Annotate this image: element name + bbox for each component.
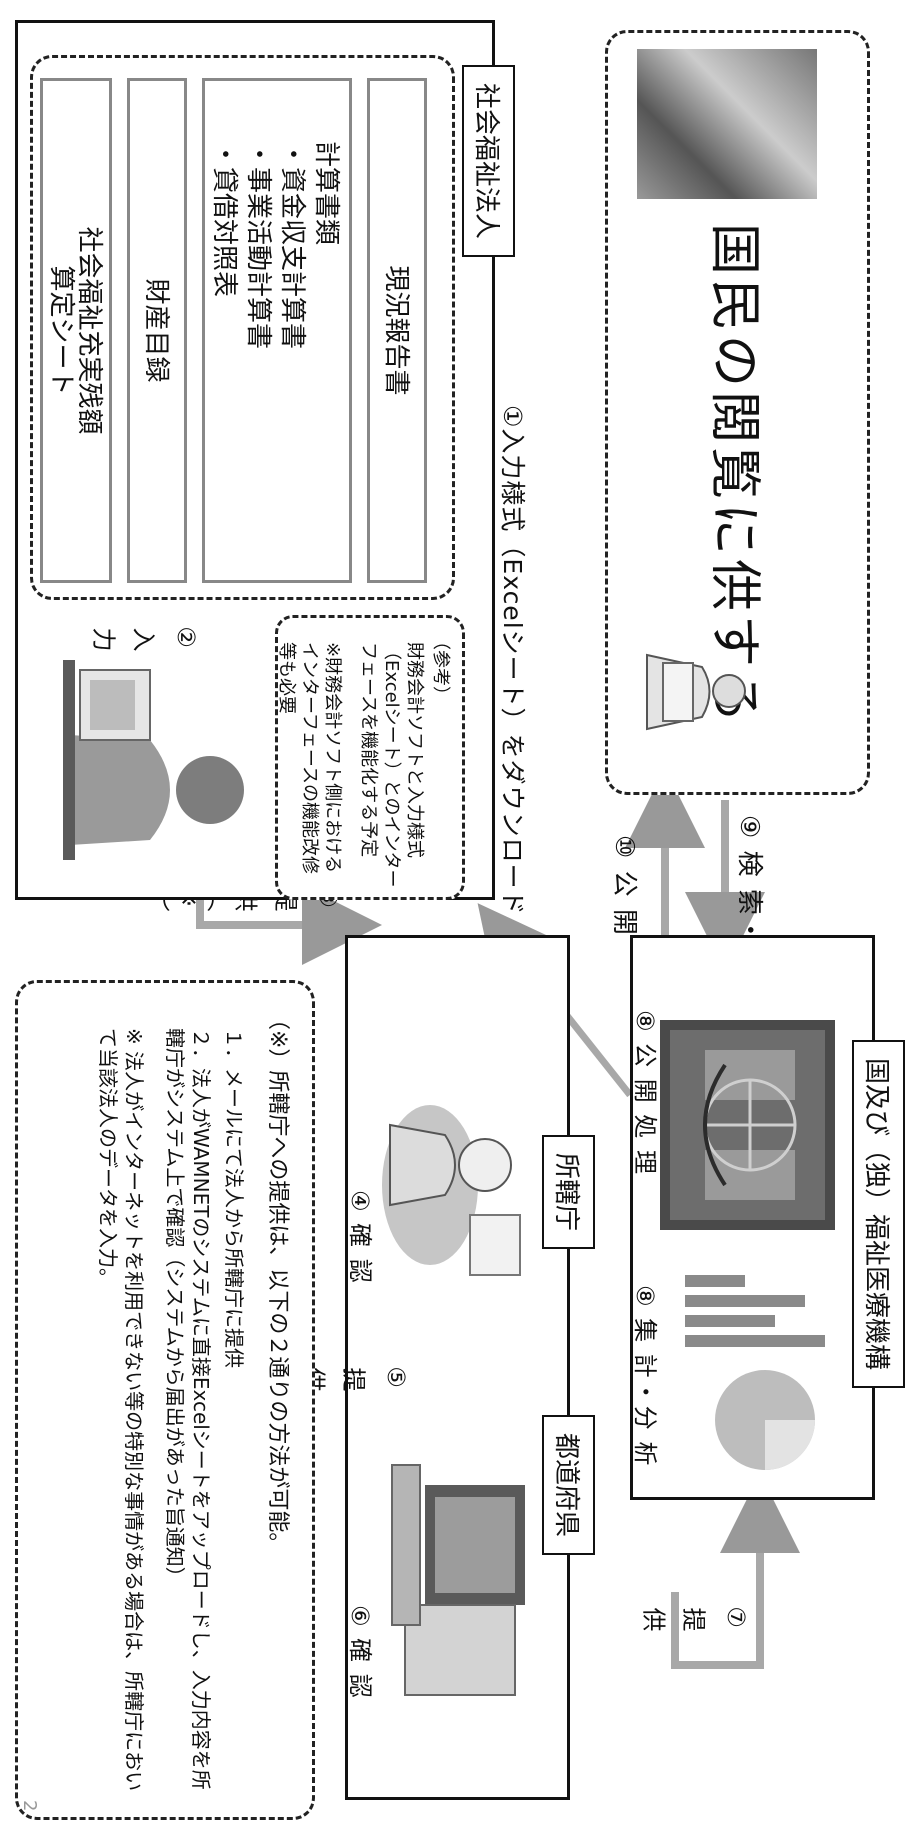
prefecture-confirm-caption: ⑥ 確 認 [346, 1605, 374, 1700]
arrow-provide-7-line [671, 1473, 800, 1669]
aggregate-analysis-caption: ⑧ 集 計・分 析 [631, 1285, 659, 1468]
financial-statements-text: 計算書類 ・資金収支計算書 ・事業活動計算書 ・貸借対照表 [209, 141, 341, 350]
caption-publish: ⑩ 公 開 [609, 835, 639, 937]
page-number: 2 [19, 1800, 40, 1812]
reference-line-2: ※財務会計ソフト側におけるインターフェースの機能改修等も必要 [276, 642, 343, 875]
disclosure-image [660, 1020, 835, 1230]
note-line-3: ２．法人がWAMNETのシステムに直接Excelシートをアップロードし、入力内容… [163, 1028, 213, 1790]
analysis-chart-image [685, 1275, 825, 1470]
caption-provide-7: ⑦ 提 供 [638, 1603, 750, 1631]
documents-panel: 現況報告書 計算書類 ・資金収支計算書 ・事業活動計算書 ・貸借対照表 財産目録… [30, 55, 455, 600]
corporation-label: 社会福祉法人 [462, 65, 515, 258]
officer-image [382, 1105, 521, 1276]
reference-panel: （参考） 財務会計ソフトと入力様式（Excelシート）とのインターフェースを機能… [275, 615, 465, 900]
process-disclosure-caption: ⑧ 公 開 処 理 [631, 1010, 659, 1177]
note-line-2: １．メールにて法人から所轄庁に提供 [222, 1028, 246, 1368]
crowd-photo [637, 49, 817, 199]
note-line-4: ※ 法人がインターネットを利用できない等の特別な事情がある場合は、所轄庁において… [96, 1028, 146, 1792]
agency-label: 国及び（独）福祉医療機構 [852, 1040, 905, 1389]
reading-person-icon [646, 653, 746, 731]
document-property-list: 財産目録 [127, 78, 187, 583]
note-line-1: （※）所轄庁への提供は、以下の２通りの方法が可能。 [265, 1008, 290, 1555]
staff-at-desk-image [63, 660, 244, 860]
caption-provide-5: ⑤ 提 供 [298, 1363, 410, 1391]
jurisdiction-label: 所轄庁 [542, 1135, 595, 1250]
reference-line-1: 財務会計ソフトと入力様式（Excelシート）とのインターフェースを機能化する予定 [358, 642, 425, 888]
document-financial-statements: 計算書類 ・資金収支計算書 ・事業活動計算書 ・貸借対照表 [202, 78, 352, 583]
document-status-report: 現況報告書 [367, 78, 427, 583]
computer-image [391, 1464, 525, 1696]
document-welfare-surplus-sheet: 社会福祉充実残額 算定シート [40, 78, 112, 583]
jurisdiction-confirm-caption: ④ 確 認 [346, 1190, 374, 1285]
reference-heading: （参考） [430, 632, 451, 704]
caption-download: ①入力様式（Excelシート）をダウンロード [498, 405, 527, 916]
public-viewing-panel: 国民の閲覧に供する [605, 30, 870, 795]
caption-input: ② 入 力 [88, 623, 200, 651]
notes-panel: （※）所轄庁への提供は、以下の２通りの方法が可能。 １．メールにて法人から所轄庁… [15, 980, 315, 1820]
prefecture-label: 都道府県 [542, 1415, 595, 1556]
